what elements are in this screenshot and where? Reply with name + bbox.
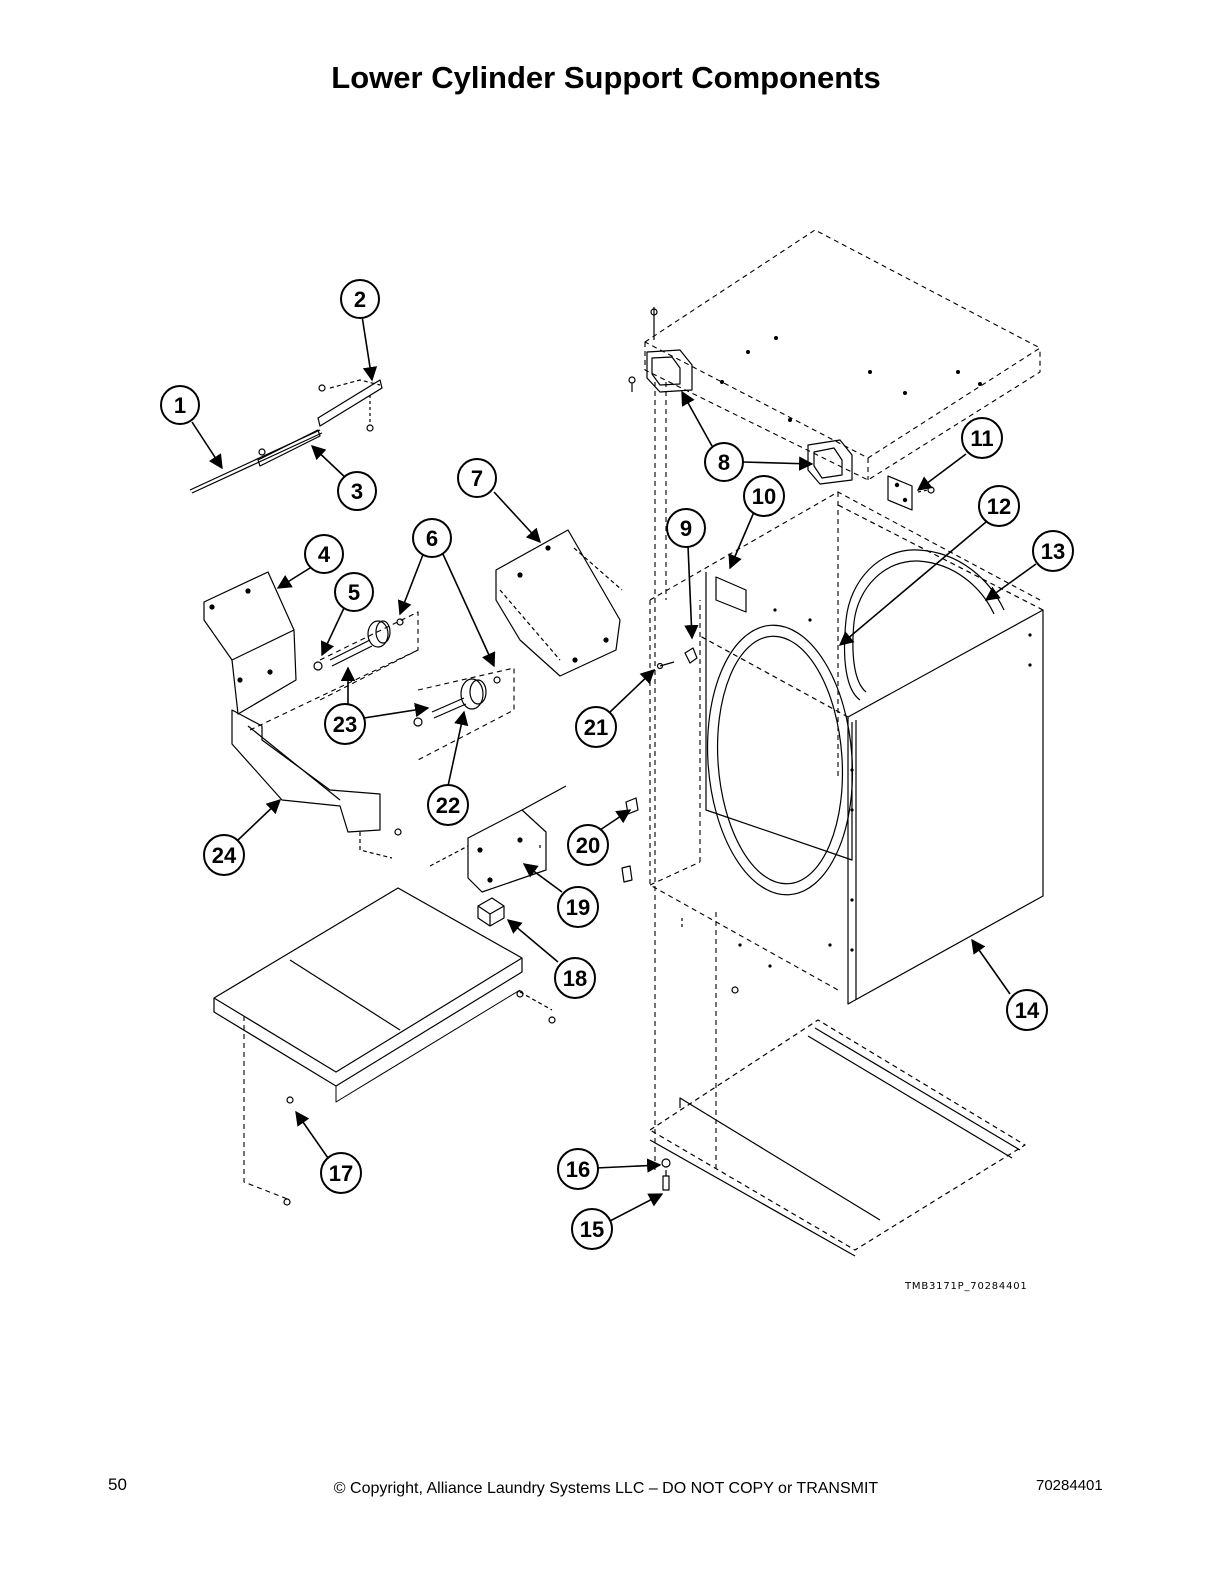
svg-text:15: 15	[580, 1217, 604, 1242]
svg-text:23: 23	[333, 712, 357, 737]
svg-text:13: 13	[1041, 539, 1065, 564]
svg-text:16: 16	[566, 1157, 590, 1182]
item-22-roller-lower	[460, 676, 501, 710]
item-23-axle-upper	[313, 639, 373, 671]
svg-text:10: 10	[752, 484, 776, 509]
callout-4: 4	[304, 534, 344, 574]
item-4-plate	[203, 571, 297, 715]
cabinet-dashed	[649, 491, 1041, 1170]
roller-assembly-dashed	[249, 611, 515, 761]
callout-15: 15	[571, 1208, 613, 1250]
item-3-rail	[257, 429, 321, 467]
base-frame	[649, 1019, 1026, 1257]
callout-5: 5	[334, 572, 374, 612]
document-number: 70284401	[1036, 1477, 1103, 1494]
svg-text:6: 6	[426, 526, 438, 551]
item-23-axle-lower	[413, 697, 467, 727]
cabinet-base-screws	[621, 865, 739, 994]
callout-11: 11	[961, 417, 1003, 459]
svg-text:21: 21	[584, 715, 608, 740]
item-8-brackets	[628, 307, 853, 485]
svg-text:20: 20	[576, 833, 600, 858]
copyright-notice: © Copyright, Alliance Laundry Systems LL…	[333, 1480, 879, 1497]
callout-7: 7	[457, 458, 497, 498]
callout-2: 2	[340, 279, 380, 319]
callout-18: 18	[554, 957, 596, 999]
item-15-16-fasteners	[661, 1158, 671, 1191]
item-9-clip	[684, 647, 698, 664]
svg-text:3: 3	[351, 479, 363, 504]
item-1-rod	[189, 429, 323, 494]
svg-text:7: 7	[471, 466, 483, 491]
callout-14: 14	[1006, 989, 1048, 1031]
svg-text:5: 5	[348, 580, 360, 605]
item-11-bracket	[887, 475, 935, 511]
svg-text:11: 11	[970, 426, 993, 451]
callout-23: 23	[324, 703, 366, 745]
item-18-switch	[477, 897, 505, 927]
svg-text:4: 4	[318, 542, 331, 567]
callout-21: 21	[575, 706, 617, 748]
svg-text:19: 19	[566, 895, 590, 920]
item-6-roller-upper	[367, 618, 404, 648]
callout-10: 10	[743, 475, 785, 517]
callout-17: 17	[320, 1152, 362, 1194]
callout-12: 12	[978, 485, 1020, 527]
svg-text:22: 22	[436, 793, 460, 818]
callout-1: 1	[160, 385, 200, 425]
item-2-bracket	[317, 379, 383, 432]
item-17-base-panel	[213, 887, 556, 1206]
svg-text:1: 1	[174, 393, 186, 418]
callout-19: 19	[557, 886, 599, 928]
svg-text:8: 8	[718, 450, 730, 475]
callout-3: 3	[337, 471, 377, 511]
callout-20: 20	[567, 824, 609, 866]
item-14-front-panel	[699, 504, 1044, 1005]
item-7-plate	[495, 529, 623, 677]
cabinet-holes	[738, 608, 1032, 968]
callout-bubbles: 1 2 3 4 5 6 7 8 9 10 11 12 13 14 15 16 1…	[160, 279, 1074, 1250]
svg-text:24: 24	[212, 843, 237, 868]
svg-text:2: 2	[354, 287, 366, 312]
top-panel-holes	[720, 336, 982, 422]
callout-8: 8	[704, 442, 744, 482]
figure-id: TMB3171P_70284401	[905, 1281, 1028, 1292]
svg-text:12: 12	[987, 494, 1011, 519]
svg-text:17: 17	[329, 1161, 353, 1186]
svg-text:14: 14	[1015, 998, 1040, 1023]
page-number: 50	[108, 1475, 127, 1494]
svg-text:9: 9	[680, 516, 692, 541]
callout-24: 24	[203, 834, 245, 876]
callout-16: 16	[557, 1148, 599, 1190]
item-13-drum-ring	[843, 549, 1005, 701]
callout-22: 22	[427, 784, 469, 826]
svg-text:18: 18	[563, 966, 587, 991]
page-title: Lower Cylinder Support Components	[331, 60, 881, 95]
item-12-front-seal	[706, 624, 854, 896]
item-19-plate	[429, 785, 567, 893]
leader-arrows	[191, 315, 1037, 1223]
callout-13: 13	[1032, 530, 1074, 572]
top-panel-outline	[644, 229, 1041, 1170]
item-24-bracket	[231, 709, 402, 859]
callout-6: 6	[412, 518, 452, 558]
item-21-screw	[656, 661, 675, 670]
callout-9: 9	[666, 508, 706, 548]
